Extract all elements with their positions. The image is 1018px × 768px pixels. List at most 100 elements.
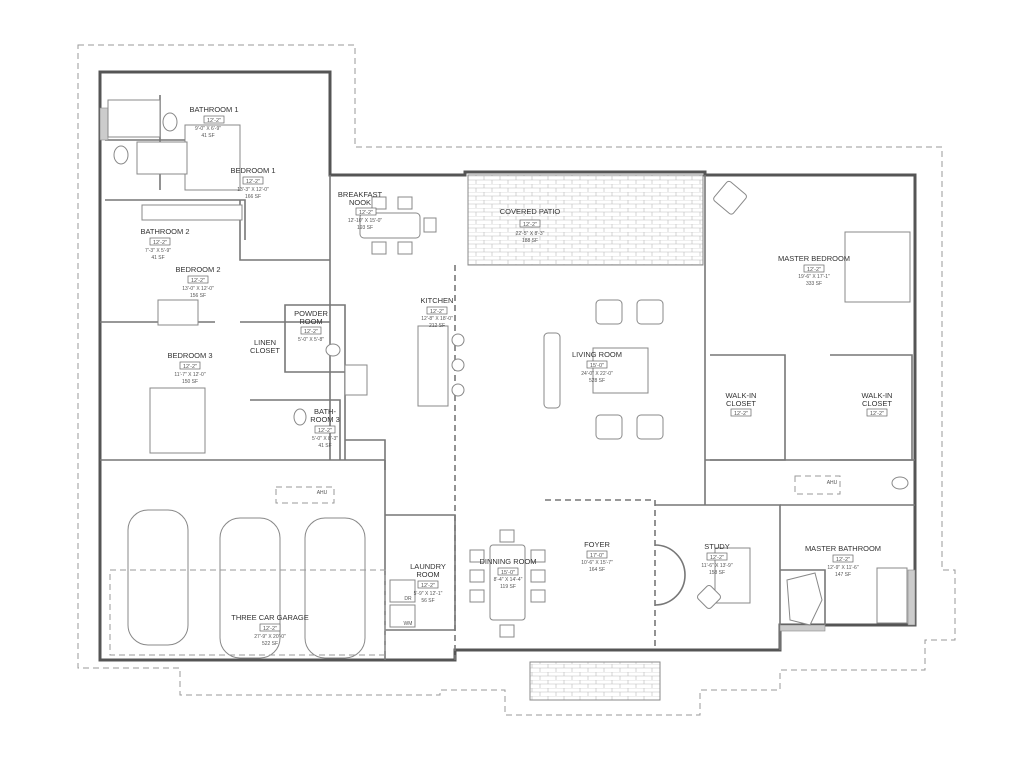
- dryer-label: DR: [404, 596, 412, 602]
- car-icon: [127, 509, 189, 646]
- car-icon: [304, 517, 366, 659]
- washer-label: WM: [404, 621, 413, 627]
- room-label-garage: THREE CAR GARAGE 12'-2" 27'-9" X 20'-0" …: [231, 613, 309, 647]
- room-area: 164 SF: [589, 567, 605, 573]
- ahu-label: AHU: [317, 490, 328, 496]
- room-name: COVERED PATIO: [500, 207, 561, 216]
- ceiling-height: 12'-2": [734, 411, 748, 417]
- room-name: BEDROOM 1: [230, 166, 275, 175]
- room-label-linen-closet: LINEN CLOSET: [250, 338, 280, 355]
- room-label-living-room: LIVING ROOM 15'-0" 24'-0" X 22'-0" 528 S…: [572, 350, 622, 384]
- room-name: KITCHEN: [421, 296, 454, 305]
- ceiling-height: 12'-2": [183, 364, 197, 370]
- kitchen-island-icon: [417, 325, 449, 407]
- roof-outline: [77, 44, 956, 716]
- entry-double-door[interactable]: [654, 544, 686, 606]
- chair-icon: [697, 585, 721, 609]
- room-name: POWDER: [294, 309, 328, 318]
- room-name: MASTER BATHROOM: [805, 544, 881, 553]
- room-dimensions: 5'-0" X 8'-3": [312, 436, 338, 442]
- room-label-bathroom-2: BATHROOM 2 12'-2" 7'-3" X 5'-9" 41 SF: [140, 227, 189, 261]
- ceiling-height: 12'-2": [710, 555, 724, 561]
- room-area: 41 SF: [201, 133, 214, 139]
- room-area: 212 SF: [429, 323, 445, 329]
- car-icon: [219, 517, 281, 659]
- dining-table-icon: [359, 212, 421, 239]
- room-dimensions: 7'-3" X 5'-9": [145, 248, 171, 254]
- room-name: BEDROOM 2: [175, 265, 220, 274]
- toilet-icon: [162, 112, 178, 132]
- dryer-icon: [389, 579, 416, 603]
- room-name: WALK-IN: [862, 391, 893, 400]
- ceiling-height: 12'-2": [318, 428, 332, 434]
- armchair-icon: [636, 414, 664, 440]
- room-area: 528 SF: [589, 378, 605, 384]
- room-dimensions: 12'-9" X 11'-6": [827, 565, 858, 571]
- room-name: BREAKFAST: [338, 190, 383, 199]
- room-name: BATHROOM 1: [189, 105, 238, 114]
- room-area: 56 SF: [421, 598, 434, 604]
- room-dimensions: 9'-0" X 6'-9": [195, 126, 221, 132]
- room-label-walk-in-closet-left: WALK-IN CLOSET 12'-2": [726, 391, 757, 417]
- room-area: 188 SF: [522, 238, 538, 244]
- stove-icon: [344, 364, 368, 396]
- room-name: NOOK: [349, 198, 371, 207]
- room-name: BATHROOM 2: [140, 227, 189, 236]
- room-dimensions: 5'-0" X 5'-8": [298, 337, 324, 343]
- room-label-kitchen: KITCHEN 12'-2" 12'-8" X 18'-0" 212 SF: [421, 296, 454, 329]
- room-label-covered-patio: COVERED PATIO 12'-2" 22'-5" X 8'-3" 188 …: [500, 207, 561, 244]
- room-dimensions: 11'-6" X 13'-9": [701, 563, 732, 569]
- room-label-bedroom-1: BEDROOM 1 12'-2" 13'-3" X 12'-0" 166 SF: [230, 166, 275, 200]
- armchair-icon: [713, 180, 747, 215]
- ceiling-height: 12'-2": [191, 278, 205, 284]
- ceiling-height: 12'-2": [870, 411, 884, 417]
- bathtub-icon: [876, 567, 908, 624]
- room-label-breakfast-nook: BREAKFAST NOOK 12'-2" 12'-10" X 15'-0" 1…: [338, 190, 383, 231]
- toilet-icon: [325, 343, 341, 357]
- sofa-icon: [543, 332, 561, 409]
- bed-icon: [844, 231, 911, 303]
- shower-icon: [136, 141, 188, 175]
- room-area: 119 SF: [500, 584, 516, 590]
- room-name: BEDROOM 3: [167, 351, 212, 360]
- room-dimensions: 10'-6" X 15'-7": [581, 560, 613, 566]
- room-name: STUDY: [704, 542, 729, 551]
- ceiling-height: 12'-2": [359, 210, 373, 216]
- front-porch-floor: [529, 661, 661, 701]
- room-area: 522 SF: [262, 641, 278, 647]
- room-name: LIVING ROOM: [572, 350, 622, 359]
- ceiling-height: 15'-0": [590, 363, 604, 369]
- room-name: LINEN: [254, 338, 276, 347]
- ahu-label: AHU: [827, 480, 838, 486]
- room-label-powder-room: POWDER ROOM 12'-2" 5'-0" X 5'-8": [294, 309, 328, 343]
- room-name: ROOM 3: [310, 415, 340, 424]
- room-area: 193 SF: [357, 225, 373, 231]
- room-label-laundry-room: LAUNDRY ROOM 12'-2" 5'-9" X 12'-1" 56 SF: [410, 562, 446, 604]
- room-name: CLOSET: [250, 346, 280, 355]
- room-area: 150 SF: [182, 379, 198, 385]
- bed-icon: [149, 387, 206, 454]
- room-name: ROOM: [416, 570, 439, 579]
- room-label-bathroom-1: BATHROOM 1 12'-2" 9'-0" X 6'-9" 41 SF: [189, 105, 238, 139]
- room-area: 147 SF: [835, 572, 851, 578]
- room-label-master-bedroom: MASTER BEDROOM 12'-2" 19'-6" X 17'-1" 33…: [778, 254, 850, 287]
- ceiling-height: 17'-0": [590, 553, 604, 559]
- ceiling-height: 12'-2": [304, 329, 318, 335]
- room-name: THREE CAR GARAGE: [231, 613, 309, 622]
- coffee-table-icon: [592, 347, 649, 394]
- room-label-walk-in-closet-right: WALK-IN CLOSET 12'-2": [862, 391, 893, 417]
- shower-icon: [107, 99, 161, 138]
- toilet-icon: [891, 476, 909, 490]
- room-dimensions: 11'-7" X 12'-0": [174, 372, 205, 378]
- shower-icon: [786, 572, 823, 626]
- room-name: MASTER BEDROOM: [778, 254, 850, 263]
- toilet-icon: [113, 145, 129, 165]
- room-name: WALK-IN: [726, 391, 757, 400]
- hatched-wall: [779, 624, 826, 632]
- room-name: CLOSET: [726, 399, 756, 408]
- room-area: 156 SF: [190, 293, 206, 299]
- room-label-dining-room: DINNING ROOM 15'-0" 8'-4" X 14'-4" 119 S…: [479, 557, 536, 590]
- room-label-bedroom-2: BEDROOM 2 12'-2" 13'-0" X 12'-0" 156 SF: [175, 265, 220, 299]
- room-label-study: STUDY 12'-2" 11'-6" X 13'-9" 158 SF: [701, 542, 732, 576]
